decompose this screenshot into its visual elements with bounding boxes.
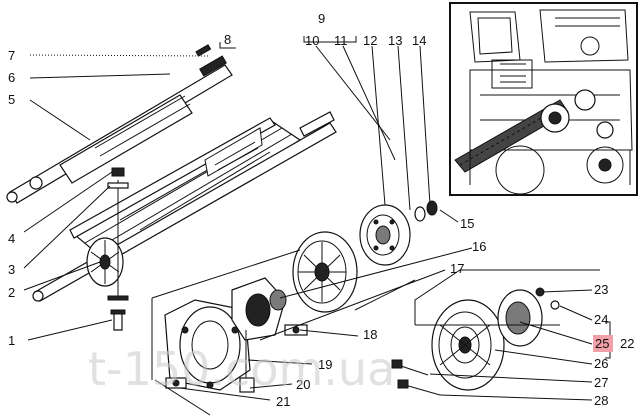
label-21: 21 [276,394,290,409]
label-22: 22 [620,336,634,351]
beater-frame [69,117,302,261]
label-2: 2 [8,285,15,300]
flange-16 [231,277,287,341]
leader-lines [23,45,593,401]
label-7: 7 [8,48,15,63]
label-6: 6 [8,70,15,85]
label-28: 28 [594,393,608,408]
label-19: 19 [318,357,332,372]
hub-plate-17 [164,299,251,391]
label-18: 18 [363,327,377,342]
washers-14-15 [414,200,438,222]
label-24: 24 [594,312,608,327]
label-11: 11 [334,33,348,48]
label-8: 8 [224,32,231,47]
label-14: 14 [412,33,426,48]
combine-inset [449,2,638,196]
highlight-box-25 [593,335,613,352]
label-1: 1 [8,333,15,348]
callout-labels: 7 6 5 4 3 2 1 8 9 10 11 12 13 14 15 16 1… [8,11,634,409]
upper-shaft [6,44,233,204]
washer-21 [165,377,187,389]
label-3: 3 [8,262,15,277]
label-23: 23 [594,282,608,297]
label-27: 27 [594,375,608,390]
label-26: 26 [594,356,608,371]
bolts-27-28 [391,359,441,396]
label-4: 4 [8,231,15,246]
label-12: 12 [363,33,377,48]
lower-rotor [32,111,337,302]
label-9: 9 [318,11,325,26]
label-17: 17 [450,261,464,276]
label-25: 25 [595,336,609,351]
bolt-stack [107,167,129,331]
label-16: 16 [472,239,486,254]
watermark-text: t-150.com.ua [88,342,395,396]
pulley-26 [431,299,505,391]
leader-brackets [151,36,611,416]
label-5: 5 [8,92,15,107]
label-13: 13 [388,33,402,48]
pulley-13 [359,204,411,266]
pulley-12 [292,231,358,313]
bolt-18-19 [239,324,308,393]
label-20: 20 [296,377,310,392]
label-10: 10 [305,33,319,48]
label-15: 15 [460,216,474,231]
hub-23 [497,287,560,347]
